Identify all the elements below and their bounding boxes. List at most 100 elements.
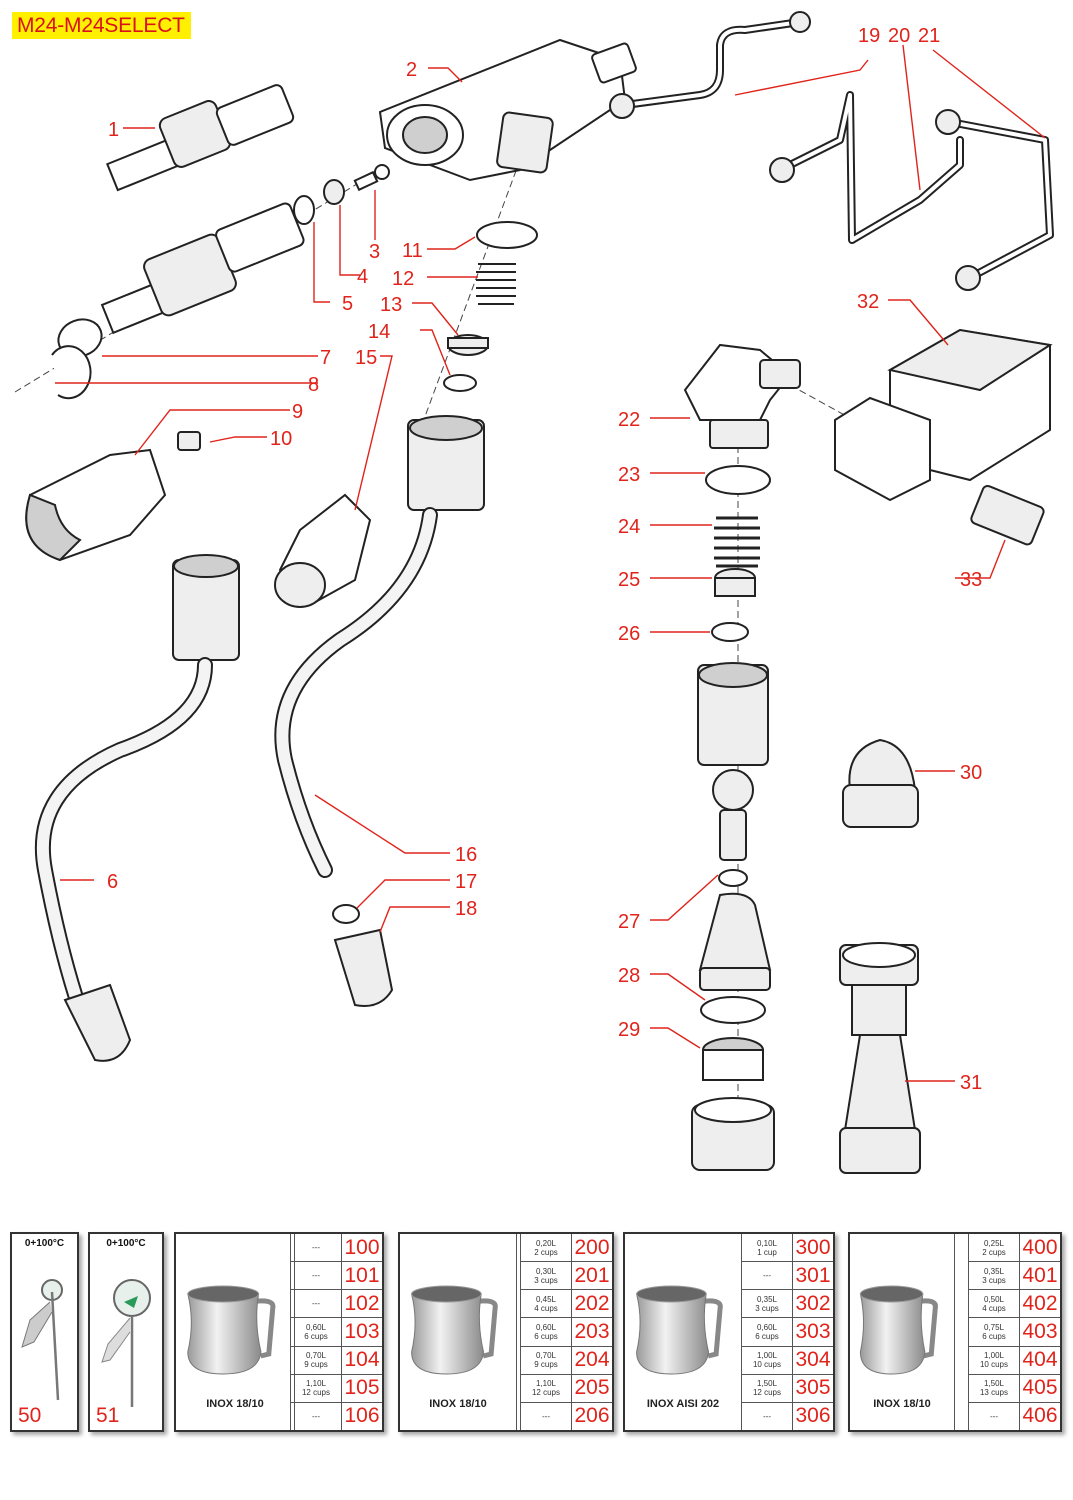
part-11-gasket xyxy=(476,221,538,249)
part-16-steam-wand xyxy=(274,415,485,878)
temperature-range: 0+100°C xyxy=(106,1238,146,1249)
product-code: 302 xyxy=(792,1289,833,1319)
capacity-value: 0,60L xyxy=(756,1322,778,1332)
part-14-o-ring xyxy=(443,374,477,392)
pitcher-image-panel: INOX 18/10 xyxy=(400,1234,517,1430)
cups-value: 10 cups xyxy=(752,1360,782,1370)
thermometer-card: 0+100°C 51 xyxy=(88,1232,164,1432)
capacity-value: 0,60L xyxy=(535,1322,557,1332)
callout-23: 23 xyxy=(618,464,640,486)
cups-value: 2 cups xyxy=(982,1247,1006,1257)
table-row: --- 406 xyxy=(968,1401,1060,1430)
part-1-valve-stem xyxy=(106,84,295,192)
product-code: 406 xyxy=(1019,1401,1060,1430)
milk-pitcher-icon xyxy=(187,1285,276,1375)
callout-4: 4 xyxy=(357,266,368,288)
callout-26: 26 xyxy=(618,623,640,645)
callout-16: 16 xyxy=(455,844,477,866)
table-row: ---301 xyxy=(741,1261,833,1291)
capacity-cell: --- xyxy=(290,1261,342,1291)
product-code: 403 xyxy=(1019,1317,1060,1347)
capacity-cell: --- xyxy=(968,1401,1020,1430)
capacity-value: --- xyxy=(312,1299,320,1309)
product-code: 404 xyxy=(1019,1345,1060,1375)
part-22-valve-head xyxy=(683,343,801,449)
thermometer-code: 51 xyxy=(96,1404,120,1427)
product-code: 106 xyxy=(341,1401,382,1430)
capacity-value: --- xyxy=(542,1411,550,1421)
table-row: ---101 xyxy=(290,1261,382,1291)
material-label: INOX 18/10 xyxy=(873,1398,931,1410)
pitcher-image-panel: INOX 18/10 xyxy=(850,1234,955,1430)
milk-pitcher-icon xyxy=(635,1285,723,1375)
part-28-gasket xyxy=(700,996,766,1024)
callout-11: 11 xyxy=(402,240,423,262)
product-code: 204 xyxy=(571,1345,612,1375)
callout-27: 27 xyxy=(618,911,640,933)
part-12-spring xyxy=(476,263,516,305)
product-code: 202 xyxy=(571,1289,612,1319)
callout-24: 24 xyxy=(618,516,640,538)
material-label: INOX 18/10 xyxy=(206,1398,264,1410)
part-stem-assembly xyxy=(100,202,305,335)
product-code: 400 xyxy=(1019,1234,1060,1263)
part-31-nozzle-assembly xyxy=(839,942,921,1174)
callout-20: 20 xyxy=(888,25,910,47)
table-row: ---206 xyxy=(520,1401,612,1430)
callout-21: 21 xyxy=(918,25,940,47)
cups-value: 12 cups xyxy=(752,1388,782,1398)
capacity-value: 0,60L xyxy=(305,1322,327,1332)
product-code: 105 xyxy=(341,1373,382,1403)
capacity-value: 0,25L xyxy=(983,1238,1005,1248)
callout-2: 2 xyxy=(406,59,417,81)
callout-12: 12 xyxy=(392,268,414,290)
callout-30: 30 xyxy=(960,762,982,784)
callout-9: 9 xyxy=(292,401,303,423)
capacity-value: 0,35L xyxy=(756,1294,778,1304)
thermometer-code: 50 xyxy=(18,1404,42,1427)
part-33-fitting xyxy=(970,484,1045,546)
callout-31: 31 xyxy=(960,1072,982,1094)
cups-value: 10 cups xyxy=(979,1360,1009,1370)
cups-value: 4 cups xyxy=(982,1303,1006,1313)
capacity-cell: --- xyxy=(741,1401,793,1430)
capacity-value: 0,45L xyxy=(535,1294,557,1304)
callout-18: 18 xyxy=(455,898,477,920)
part-26-o-ring xyxy=(711,622,749,642)
product-code: 102 xyxy=(341,1289,382,1319)
capacity-cell: --- xyxy=(520,1401,572,1430)
capacity-value: 0,20L xyxy=(535,1238,557,1248)
part-23-gasket xyxy=(705,465,771,495)
product-code: 203 xyxy=(571,1317,612,1347)
capacity-value: 1,50L xyxy=(756,1379,778,1389)
part-29-filter xyxy=(702,1037,764,1081)
capacity-cell: --- xyxy=(741,1261,793,1291)
callout-1: 1 xyxy=(108,119,119,141)
capacity-value: --- xyxy=(990,1411,998,1421)
part-30-nozzle-cover xyxy=(842,738,919,828)
part-nut-fitting xyxy=(697,662,769,766)
callout-3: 3 xyxy=(369,241,380,263)
product-code: 104 xyxy=(341,1345,382,1375)
